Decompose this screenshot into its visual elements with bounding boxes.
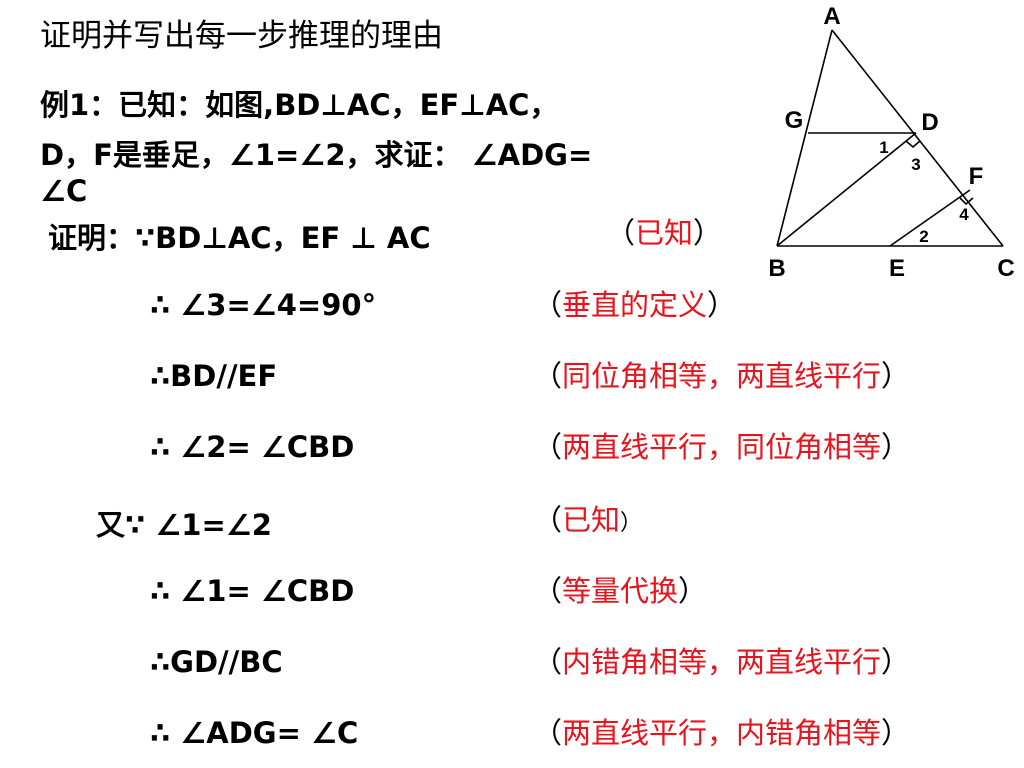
- label-g: G: [785, 107, 804, 134]
- angle-label-4: 4: [959, 205, 969, 224]
- right-angle-mark-d: [905, 140, 921, 149]
- proof-step-5: 又∵ ∠1=∠2: [96, 508, 272, 542]
- proof-step-1: 证明：∵BD⊥AC，EF ⊥ AC: [48, 221, 431, 255]
- label-c: C: [997, 255, 1014, 282]
- proof-step-4: ∴ ∠2= ∠CBD: [150, 430, 355, 464]
- reason-5: （已知）: [533, 503, 643, 537]
- label-b: B: [768, 255, 785, 282]
- segment-ac: [831, 29, 1004, 247]
- right-angle-mark-f: [959, 197, 974, 206]
- angle-label-3: 3: [911, 155, 920, 174]
- label-d: D: [921, 109, 938, 136]
- reason-7: （内错角相等，两直线平行）: [533, 645, 911, 679]
- proof-step-3: ∴BD//EF: [150, 359, 278, 393]
- segment-ab: [776, 29, 833, 247]
- proof-step-8: ∴ ∠ADG= ∠C: [150, 716, 359, 750]
- reason-4: （两直线平行，同位角相等）: [533, 430, 911, 464]
- proof-step-6: ∴ ∠1= ∠CBD: [150, 574, 355, 608]
- reason-3: （同位角相等，两直线平行）: [533, 359, 911, 393]
- page-title: 证明并写出每一步推理的理由: [40, 18, 443, 54]
- proof-step-2: ∴ ∠3=∠4=90°: [150, 288, 377, 322]
- reason-1: （已知）: [606, 216, 723, 250]
- angle-label-1: 1: [879, 138, 888, 157]
- triangle-figure: A G D F B E C 1 3 4 2: [768, 3, 1014, 282]
- angle-label-2: 2: [919, 227, 928, 246]
- segment-bd: [776, 132, 917, 247]
- reason-2: （垂直的定义）: [533, 288, 737, 322]
- reason-6: （等量代换）: [533, 574, 708, 608]
- label-e: E: [889, 255, 905, 282]
- problem-line-2: D，F是垂足，∠1=∠2，求证： ∠ADG=: [40, 138, 593, 172]
- problem-line-3: ∠C: [40, 174, 88, 208]
- proof-step-7: ∴GD//BC: [150, 645, 283, 679]
- segment-ef: [889, 189, 971, 247]
- reason-8: （两直线平行，内错角相等）: [533, 716, 911, 750]
- label-a: A: [823, 3, 840, 30]
- problem-line-1: 例1：已知：如图,BD⊥AC，EF⊥AC，: [40, 88, 559, 122]
- label-f: F: [969, 163, 984, 190]
